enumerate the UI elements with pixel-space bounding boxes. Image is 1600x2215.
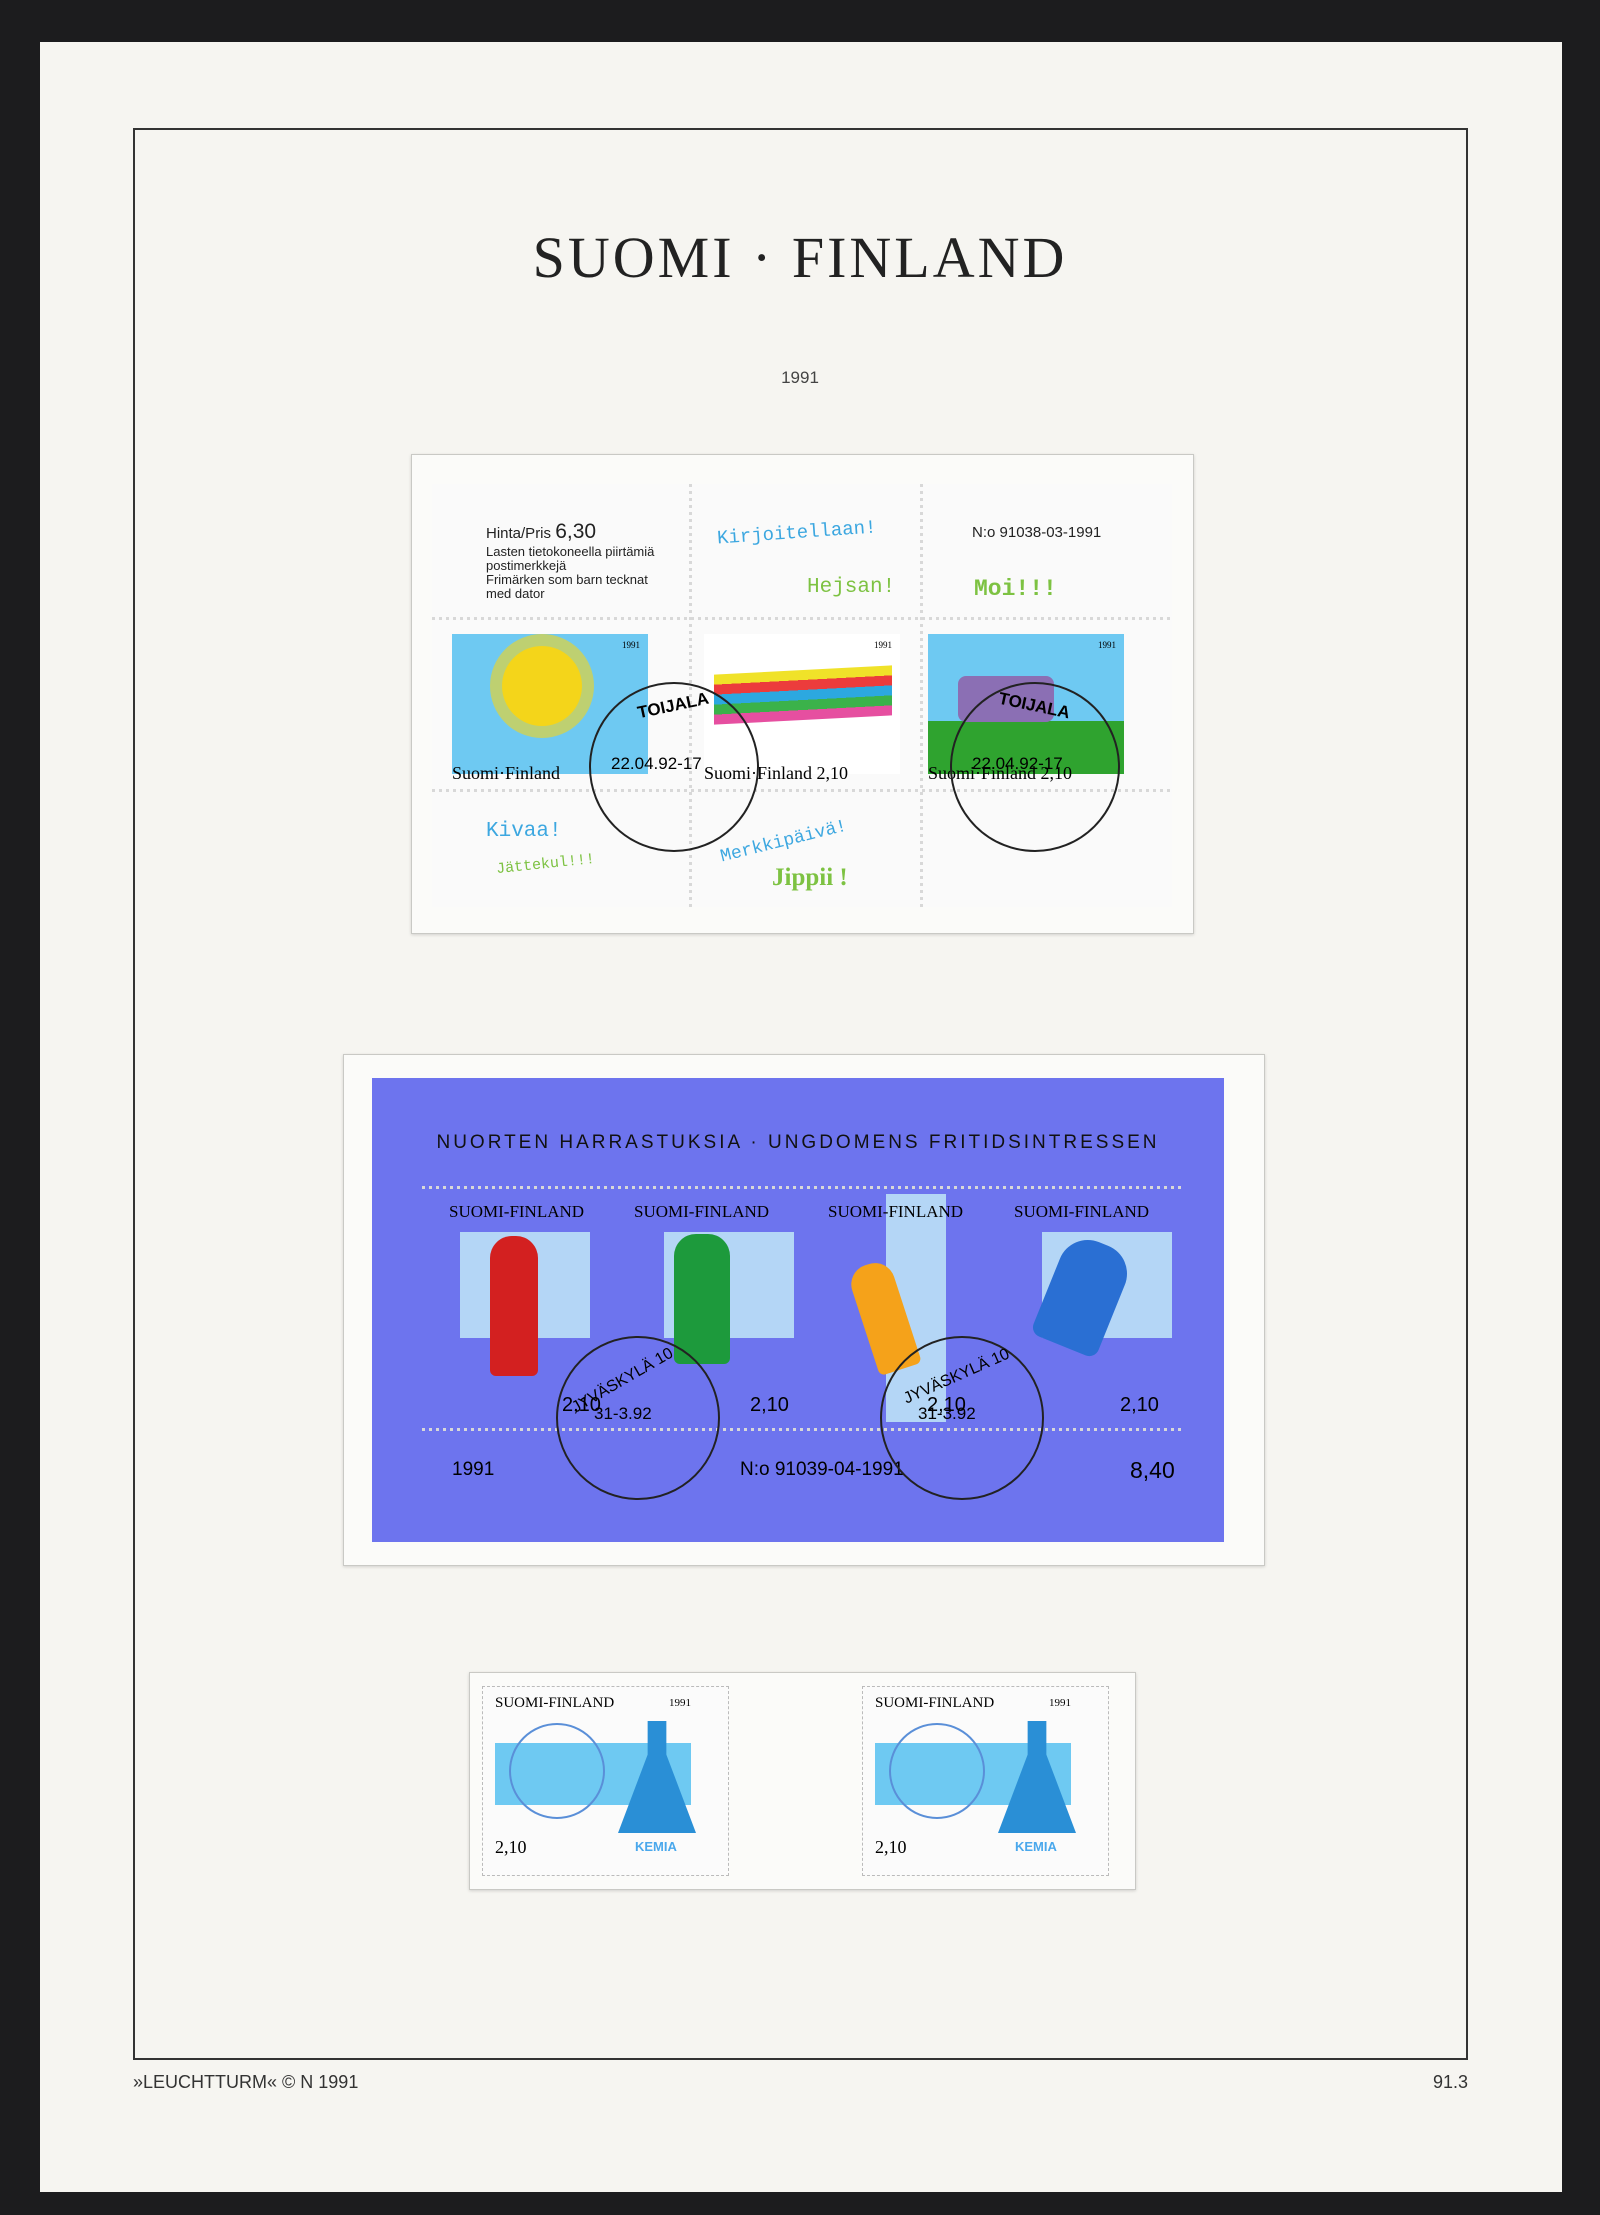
- word-kivaa: Kivaa!: [486, 820, 562, 843]
- stamp-snowboarder: [634, 1196, 804, 1420]
- molecule-icon: [889, 1723, 985, 1819]
- molecule-icon: [509, 1723, 605, 1819]
- chem-stamp-2: SUOMI-FINLAND 1991 2,10 KEMIA: [862, 1686, 1109, 1876]
- sheet2: NUORTEN HARRASTUKSIA · UNGDOMENS FRITIDS…: [372, 1078, 1224, 1542]
- country-2: SUOMI-FINLAND: [634, 1202, 770, 1221]
- word-hejsan: Hejsan!: [807, 576, 896, 599]
- sheet2-total: 8,40: [1130, 1457, 1175, 1483]
- sheet2-year: 1991: [452, 1459, 495, 1480]
- sheet1-text-3: Frimärken som barn tecknat: [486, 572, 648, 587]
- sheet1-text-2: postimerkkejä: [486, 558, 567, 573]
- postmark-4: JYVÄSKYLÄ 10 31-3.92: [880, 1336, 1044, 1500]
- sun-icon: [502, 646, 582, 726]
- page-title: SUOMI · FINLAND: [532, 225, 1068, 290]
- page-year: 1991: [781, 368, 819, 387]
- sheet1-text-1: Lasten tietokoneella piirtämiä: [486, 544, 655, 559]
- word-jippii: Jippii !: [772, 864, 848, 891]
- postmark-3: JYVÄSKYLÄ 10 31-3.92: [556, 1336, 720, 1500]
- skier-icon: [490, 1236, 538, 1376]
- stamp-country-1: Suomi·Finland: [452, 763, 561, 783]
- postmark-1: TOIJALA 22.04.92-17: [589, 682, 759, 852]
- sheet2-header: NUORTEN HARRASTUKSIA · UNGDOMENS FRITIDS…: [436, 1132, 1160, 1153]
- price-label: Hinta/Pris: [486, 525, 552, 542]
- country-1: SUOMI-FINLAND: [449, 1202, 585, 1221]
- page-number: 91.3: [1432, 2072, 1468, 2092]
- word-merkkipaiva: Merkkipäivä!: [718, 816, 850, 868]
- stamp-skier: [446, 1196, 616, 1420]
- price: 6,30: [555, 520, 597, 543]
- postmark-2: TOIJALA 22.04.92-17: [950, 682, 1120, 852]
- sheet1-text-4: med dator: [486, 586, 545, 601]
- value-2: 2,10: [750, 1394, 789, 1416]
- country-4: SUOMI-FINLAND: [1014, 1202, 1150, 1221]
- sheet1: Hinta/Pris 6,30 Lasten tietokoneella pii…: [432, 484, 1172, 907]
- value-4: 2,10: [1120, 1394, 1159, 1416]
- word-jattekul: Jättekul!!!: [495, 850, 596, 879]
- sheet1-number: N:o 91038-03-1991: [972, 524, 1102, 541]
- stamp-ski-runner: [1012, 1196, 1182, 1420]
- footer-brand: »LEUCHTTURM« © N 1991: [133, 2072, 359, 2092]
- country-3: SUOMI-FINLAND: [828, 1202, 964, 1221]
- snowboarder-icon: [674, 1234, 730, 1364]
- chem-stamp-1: SUOMI-FINLAND 1991 2,10 KEMIA: [482, 1686, 729, 1876]
- word-moi: Moi!!!: [974, 576, 1057, 602]
- word-kirjoitellaan: Kirjoitellaan!: [716, 516, 878, 550]
- sheet2-number: N:o 91039-04-1991: [740, 1459, 904, 1480]
- page-frame: [133, 128, 1468, 2060]
